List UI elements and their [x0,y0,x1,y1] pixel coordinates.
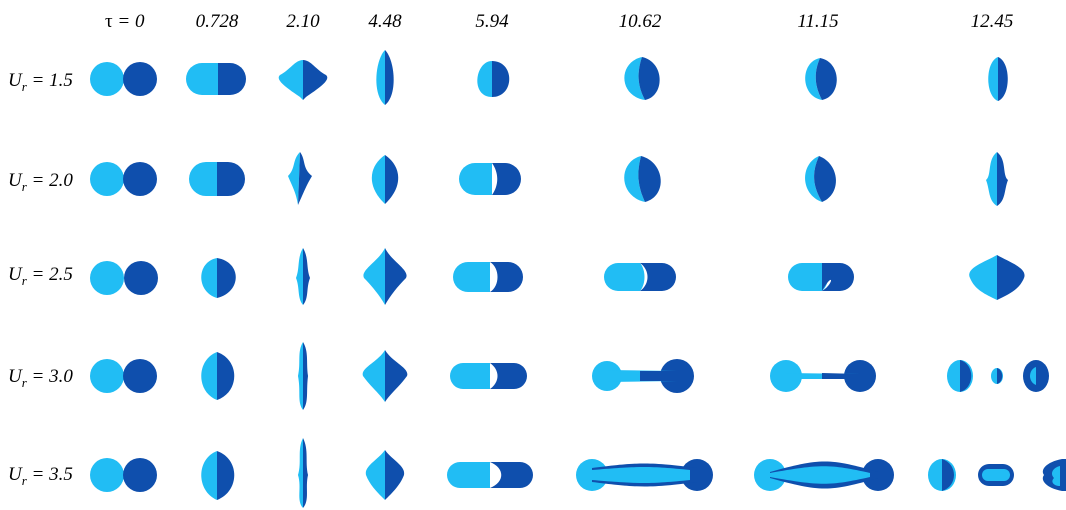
droplet-shape [189,162,245,196]
droplet-shape [450,363,527,389]
time-label: 4.48 [368,11,402,32]
droplet-shape [459,163,521,195]
velocity-ratio-labels: Ur = 1.5 Ur = 2.0 Ur = 2.5 Ur = 3.0 Ur =… [8,70,73,488]
droplet-shape [986,152,1008,206]
droplet-shape [298,438,308,508]
droplet-shape [576,459,713,491]
row-label: Ur = 2.5 [8,264,73,288]
droplet-shape [288,152,312,205]
time-header-row: τ = 0 0.728 2.10 4.48 5.94 10.62 11.15 1… [105,11,1013,32]
droplet-shape [362,350,408,402]
droplet-shape [624,57,660,100]
droplet-shape [770,360,876,392]
droplet-shape [969,255,1025,300]
droplet-shape [624,156,661,202]
time-label: 12.45 [971,11,1014,32]
row-label: Ur = 3.0 [8,366,73,390]
droplet-shape [201,258,236,298]
droplet-shape [477,61,510,97]
droplet-shape [447,462,533,488]
droplet-shape [201,352,235,400]
time-label: 2.10 [286,11,320,32]
row-ur-2-0 [90,152,1008,206]
droplet-shape [805,58,837,100]
time-label: 5.94 [475,11,509,32]
time-label: 11.15 [797,11,838,32]
droplet-shape [805,156,836,202]
droplet-shape [363,248,407,305]
droplet-shape [453,262,523,292]
droplet-shape [754,459,894,491]
droplet-shape [371,155,399,204]
row-label: Ur = 1.5 [8,70,73,94]
droplet-shape [928,459,1066,491]
droplet-shape [298,342,308,410]
row-label: Ur = 2.0 [8,170,73,194]
tau-header: τ = 0 [105,11,145,32]
droplet-pair [90,62,157,96]
row-ur-3-0 [90,342,1049,410]
time-label: 0.728 [196,11,239,32]
row-ur-2-5 [90,248,1025,305]
droplet-pair [90,261,158,295]
droplet-shape [592,359,694,393]
row-ur-3-5 [90,438,1066,508]
droplet-shape [947,360,1049,392]
droplet-shape [365,450,405,500]
droplet-shape [788,263,854,291]
droplet-pair [90,359,157,393]
droplet-shape [604,263,676,291]
droplet-shape [988,57,1008,101]
row-ur-1-5 [90,50,1008,105]
droplet-shape [201,451,235,500]
row-label: Ur = 3.5 [8,464,73,488]
droplet-pair [90,162,157,196]
droplet-shape [376,50,394,105]
time-label: 10.62 [619,11,662,32]
droplet-shape [278,60,328,100]
droplet-shape [186,63,246,95]
droplet-shape [296,248,310,305]
droplet-pair [90,458,157,492]
